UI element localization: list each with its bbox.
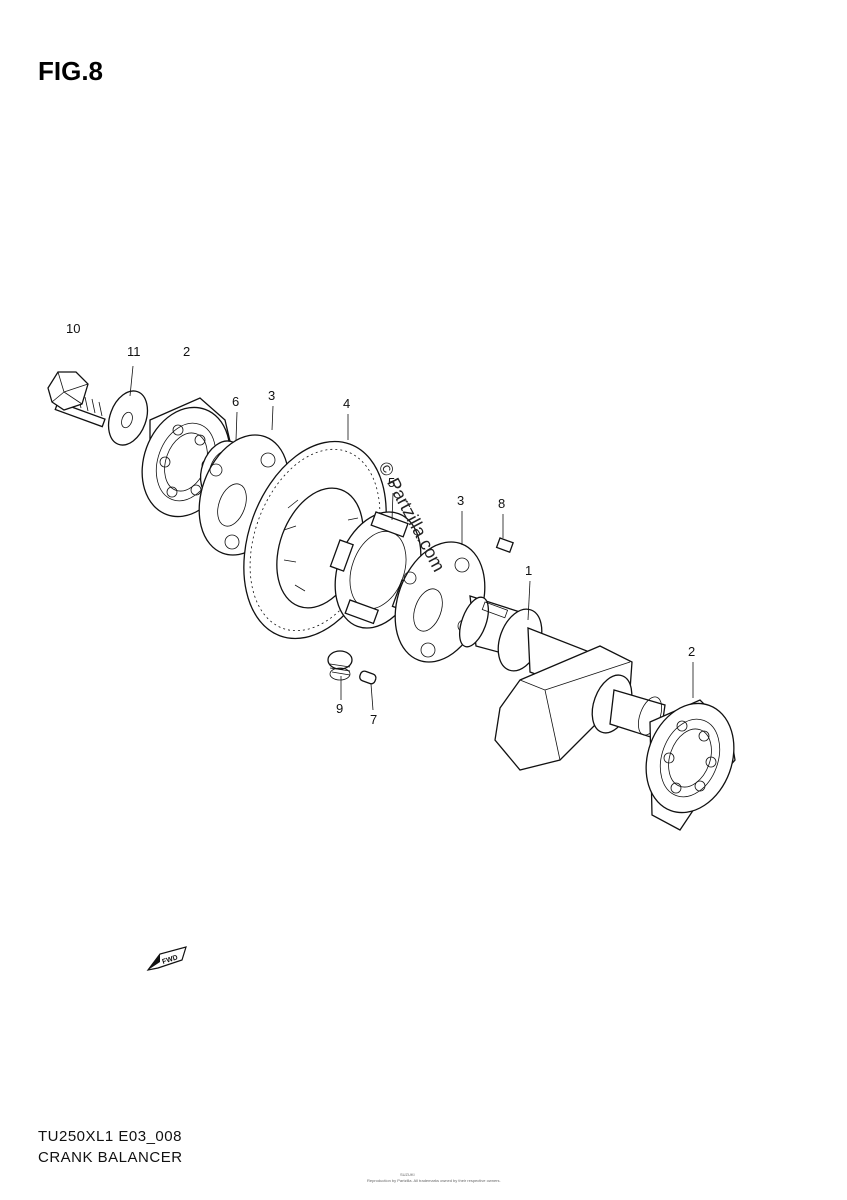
part-number-label: 3: [457, 493, 464, 508]
shaft-part-1: [458, 595, 666, 771]
bolt-part-10: [47, 371, 106, 428]
part-number-labels: 10 11 2 6 3 4 5 3 8 1 2 9 7: [66, 321, 695, 727]
part-number-label: 5: [388, 475, 395, 490]
key-part-8: [495, 537, 514, 554]
washer-part-11: [107, 390, 149, 446]
diagram-code: TU250XL1 E03_008: [38, 1128, 182, 1145]
bearing-part-2-right: [645, 699, 736, 831]
fwd-label: FWD: [161, 954, 178, 966]
diagram-title: CRANK BALANCER: [38, 1149, 183, 1166]
part-number-label: 6: [232, 394, 239, 409]
part-number-label: 7: [370, 712, 377, 727]
part-number-label: 2: [183, 344, 190, 359]
fwd-arrow-icon: FWD: [146, 946, 187, 971]
pin-part-7: [359, 670, 377, 685]
part-number-label: 3: [268, 388, 275, 403]
part-number-label: 9: [336, 701, 343, 716]
part-number-label: 10: [66, 321, 80, 336]
tiny-copyright: Reproduction by Partzilla. All trademark…: [367, 1178, 501, 1183]
part-number-label: 8: [498, 496, 505, 511]
part-number-label: 1: [525, 563, 532, 578]
tiny-code: SUZUKI: [400, 1172, 415, 1177]
figure-title: FIG.8: [38, 56, 103, 86]
part-number-label: 2: [688, 644, 695, 659]
leader-lines: [129, 365, 694, 711]
part-number-label: 11: [127, 344, 141, 359]
part-number-label: 4: [343, 396, 350, 411]
spring-part-9: [327, 650, 353, 681]
